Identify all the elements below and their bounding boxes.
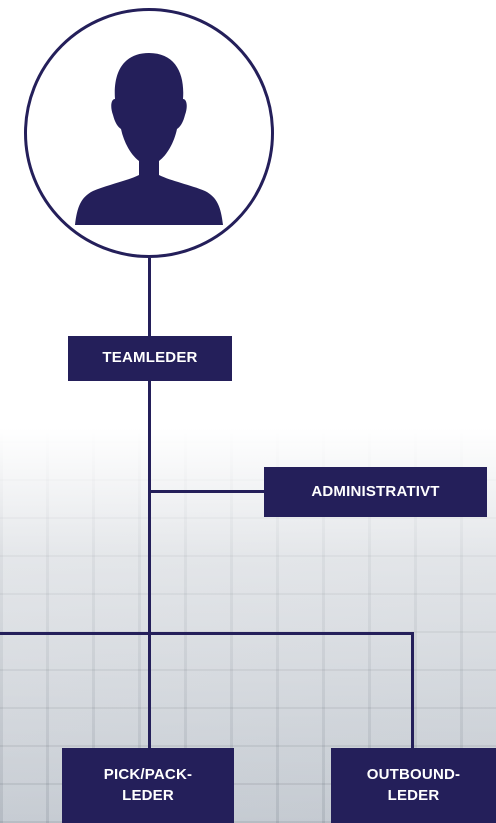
connector-teamleder-down [148, 380, 151, 750]
connector-to-administrativt [148, 490, 264, 493]
node-administrativt-label: ADMINISTRATIVT [311, 482, 440, 500]
node-pickpack-line1: PICK/PACK- [103, 766, 193, 784]
node-teamleder: TEAMLEDER [68, 336, 232, 381]
node-teamleder-label: TEAMLEDER [102, 349, 198, 367]
node-pickpack-leder: PICK/PACK- LEDER [62, 748, 234, 823]
node-outbound-line2: LEDER [387, 786, 440, 804]
node-administrativt: ADMINISTRATIVT [264, 467, 487, 517]
connector-to-outbound [411, 632, 414, 750]
node-outbound-leder: OUTBOUND- LEDER [331, 748, 496, 823]
connector-root-to-teamleder [148, 258, 151, 336]
person-silhouette-icon [75, 53, 223, 225]
connector-horizontal-branch [0, 632, 414, 635]
root-avatar [24, 8, 274, 258]
node-pickpack-line2: LEDER [122, 786, 174, 804]
node-outbound-line1: OUTBOUND- [366, 766, 461, 784]
